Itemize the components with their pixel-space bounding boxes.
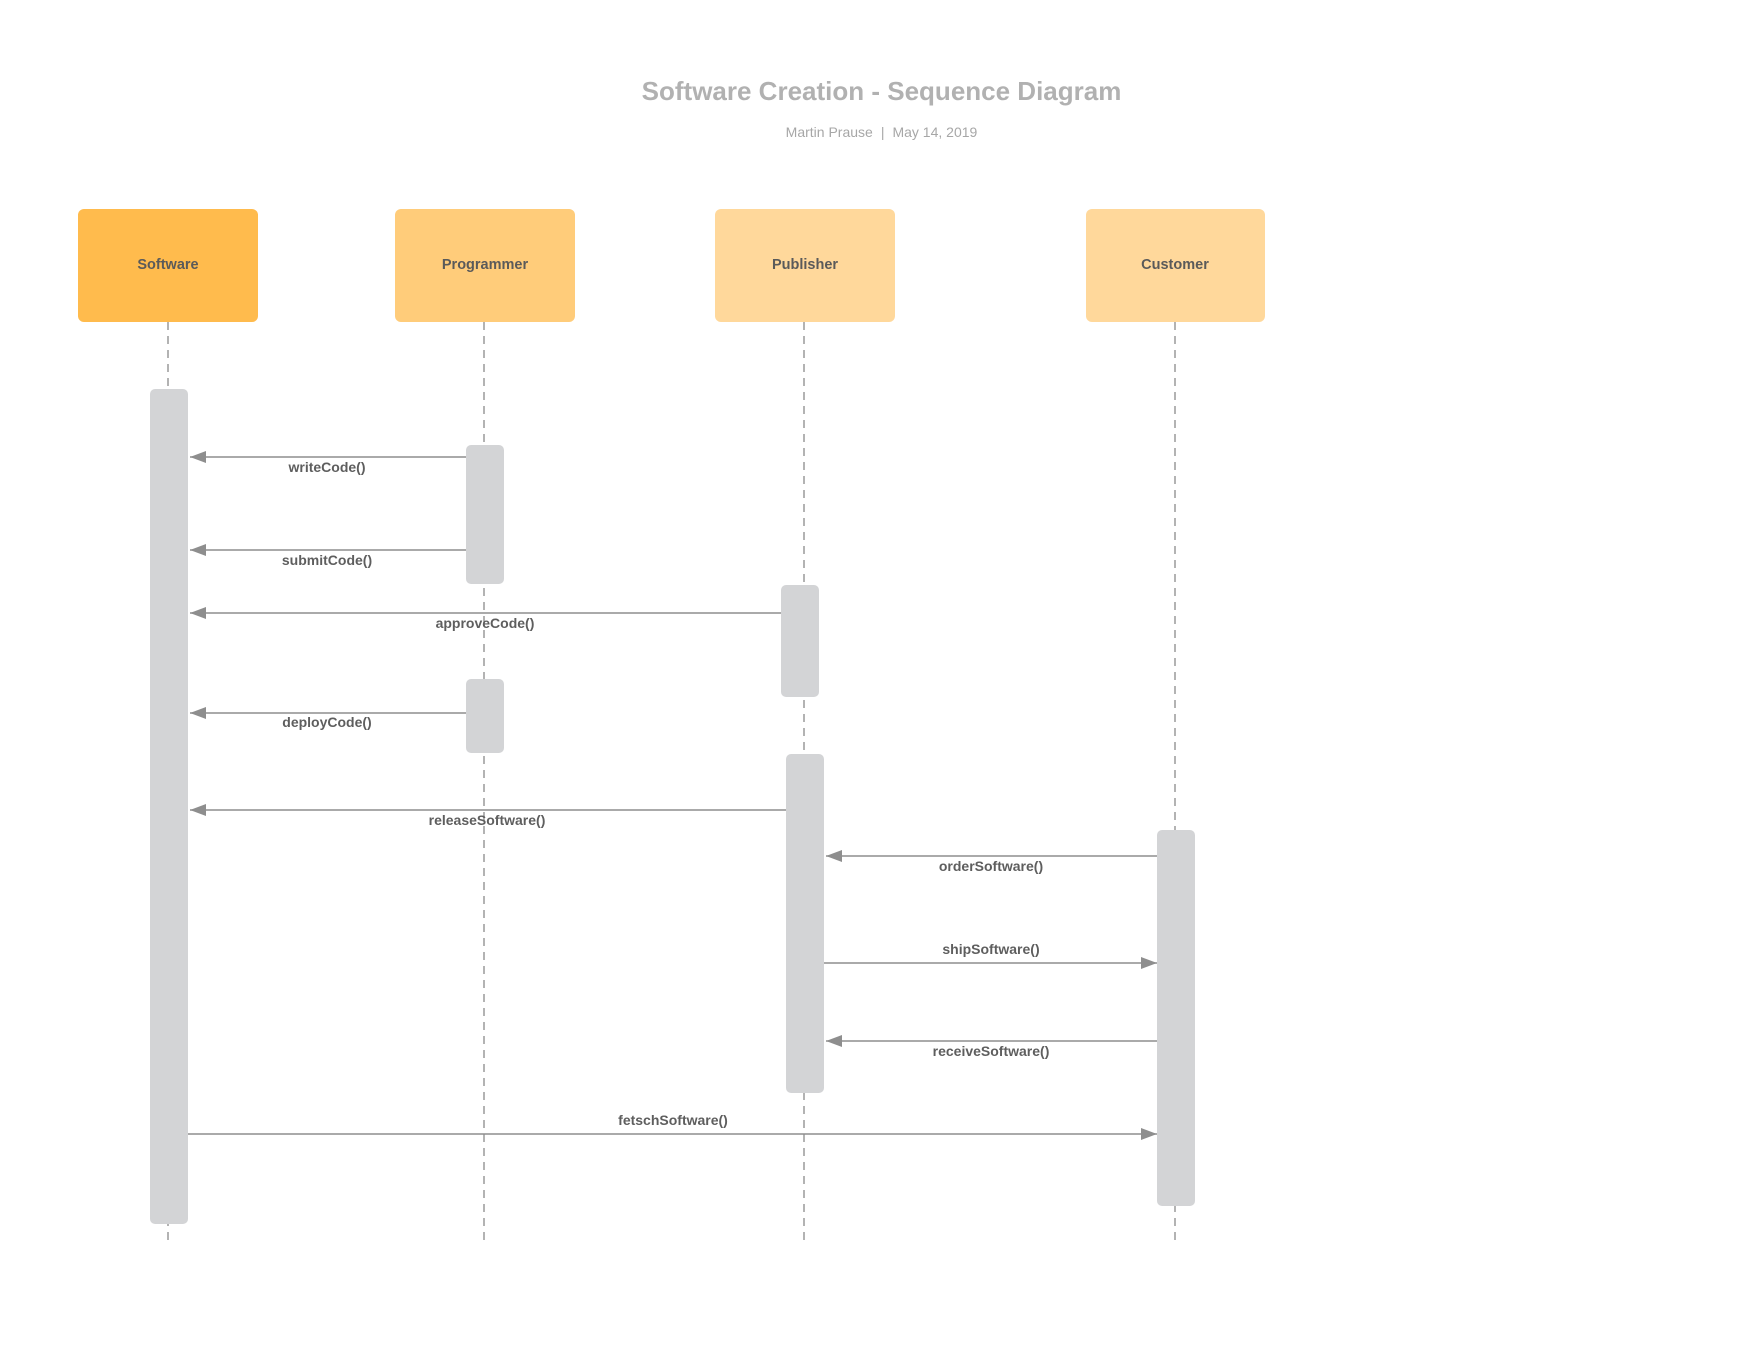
message-label: approveCode() xyxy=(436,615,535,631)
diagram-date: May 14, 2019 xyxy=(892,124,978,140)
activation-bars xyxy=(150,389,1195,1224)
actor-publisher[interactable]: Publisher xyxy=(715,209,895,322)
message-release-software[interactable]: releaseSoftware() xyxy=(190,804,786,828)
actor-customer[interactable]: Customer xyxy=(1086,209,1265,322)
message-label: shipSoftware() xyxy=(942,941,1039,957)
actor-label-software: Software xyxy=(137,257,198,273)
diagram-title: Software Creation - Sequence Diagram xyxy=(641,76,1122,106)
actor-box-programmer[interactable] xyxy=(395,209,575,322)
actor-programmer[interactable]: Programmer xyxy=(395,209,575,322)
activation-software[interactable] xyxy=(150,389,188,1224)
message-label: fetschSoftware() xyxy=(618,1112,728,1128)
diagram-subtitle: Martin Prause | May 14, 2019 xyxy=(0,124,1763,140)
subtitle-separator: | xyxy=(880,124,885,140)
message-label: receiveSoftware() xyxy=(933,1043,1050,1059)
message-approve-code[interactable]: approveCode() xyxy=(190,607,781,631)
actor-box-customer[interactable] xyxy=(1086,209,1265,322)
actor-label-programmer: Programmer xyxy=(442,257,529,273)
activation-publisher-2[interactable] xyxy=(786,754,824,1093)
message-label: submitCode() xyxy=(282,552,372,568)
message-label: releaseSoftware() xyxy=(429,812,546,828)
message-receive-software[interactable]: receiveSoftware() xyxy=(826,1035,1157,1059)
message-label: orderSoftware() xyxy=(939,858,1043,874)
message-write-code[interactable]: writeCode() xyxy=(190,451,466,475)
actor-box-software[interactable] xyxy=(78,209,258,322)
actor-label-publisher: Publisher xyxy=(772,257,838,273)
activation-programmer-1[interactable] xyxy=(466,445,504,584)
actor-software[interactable]: Software xyxy=(78,209,258,322)
message-order-software[interactable]: orderSoftware() xyxy=(826,850,1157,874)
message-submit-code[interactable]: submitCode() xyxy=(190,544,466,568)
activation-customer[interactable] xyxy=(1157,830,1195,1206)
activation-publisher-1[interactable] xyxy=(781,585,819,697)
message-fetsch-software[interactable]: fetschSoftware() xyxy=(188,1112,1157,1140)
message-deploy-code[interactable]: deployCode() xyxy=(190,707,466,730)
actor-box-publisher[interactable] xyxy=(715,209,895,322)
message-label: deployCode() xyxy=(282,714,371,730)
author-name: Martin Prause xyxy=(785,124,873,140)
activation-programmer-2[interactable] xyxy=(466,679,504,753)
message-label: writeCode() xyxy=(288,459,366,475)
actor-label-customer: Customer xyxy=(1141,257,1209,273)
message-ship-software[interactable]: shipSoftware() xyxy=(824,941,1157,969)
